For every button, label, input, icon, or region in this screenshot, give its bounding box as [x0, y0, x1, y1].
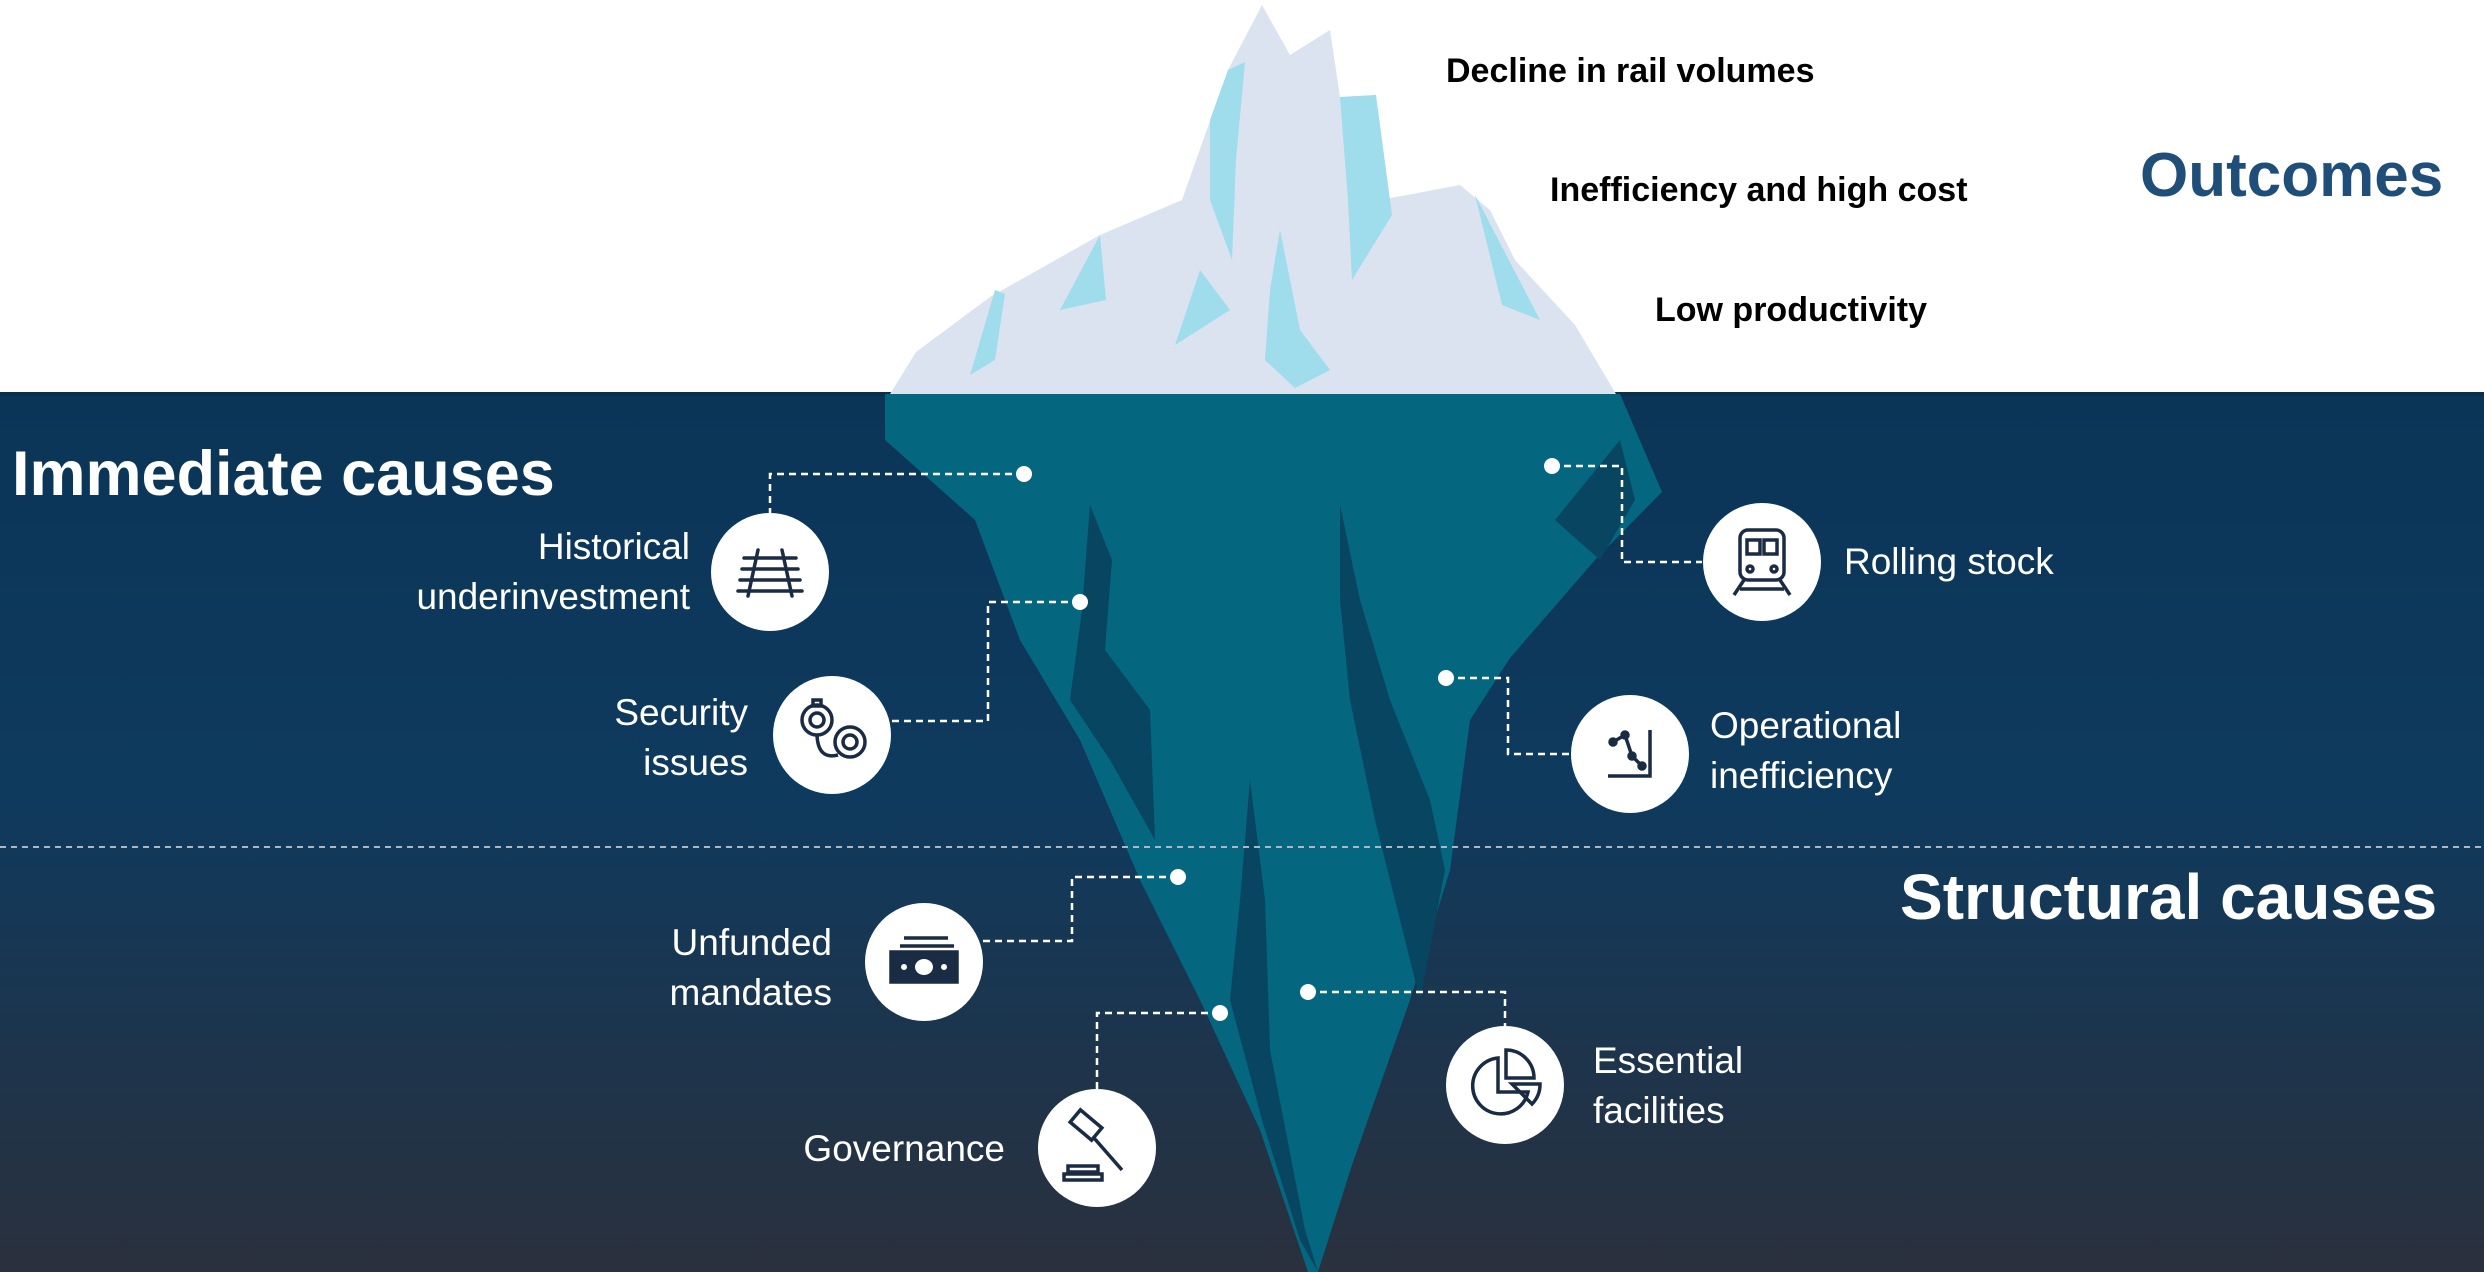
cause-label-line: facilities: [1593, 1090, 1725, 1131]
cause-label-line: Unfunded: [671, 922, 832, 963]
connector-dot: [1212, 1005, 1228, 1021]
icon-pie-chart: [1446, 1026, 1564, 1144]
connector-dot: [1016, 466, 1032, 482]
cause-label-line: Historical: [537, 526, 690, 567]
icon-rail-track: [711, 513, 829, 631]
connector-dot: [1170, 869, 1186, 885]
connector-dots: [1016, 458, 1560, 1021]
cause-operational-inefficiency: Operational inefficiency: [1710, 701, 1901, 801]
cause-label-line: mandates: [669, 972, 833, 1013]
icon-train: [1703, 503, 1821, 621]
connector-rolling-stock: [1552, 464, 1702, 564]
cause-security-issues: Security issues: [614, 688, 748, 788]
connector-dot: [1072, 594, 1088, 610]
cause-label-line: underinvestment: [416, 576, 690, 617]
cause-essential-facilities: Essential facilities: [1593, 1036, 1743, 1136]
cause-label-line: Security: [614, 692, 748, 733]
connector-essential: [1308, 990, 1507, 1027]
cause-unfunded-mandates: Unfunded mandates: [670, 918, 833, 1018]
connector-lines: [768, 464, 1702, 1090]
connector-historical: [768, 472, 1024, 514]
outcome-decline-rail-volumes: Decline in rail volumes: [1446, 52, 1815, 90]
iceberg-tip: [890, 5, 1616, 394]
icon-line-chart: [1571, 695, 1689, 813]
connector-unfunded: [982, 875, 1178, 943]
outcomes-title: Outcomes: [2140, 141, 2444, 210]
icon-gavel: [1038, 1089, 1156, 1207]
cause-label-line: issues: [643, 742, 748, 783]
cause-label-line: Governance: [803, 1128, 1005, 1169]
connector-dot: [1544, 458, 1560, 474]
connector-governance: [1095, 1011, 1220, 1090]
connector-operational: [1446, 676, 1570, 756]
outcome-low-productivity: Low productivity: [1655, 291, 1927, 329]
immediate-causes-title: Immediate causes: [12, 439, 555, 509]
cause-label-line: Rolling stock: [1844, 541, 2054, 582]
connector-dot: [1300, 984, 1316, 1000]
cause-label-line: inefficiency: [1710, 755, 1893, 796]
connector-dot: [1438, 670, 1454, 686]
cause-governance: Governance: [803, 1124, 1005, 1174]
cause-historical-underinvestment: Historical underinvestment: [416, 522, 690, 622]
outcome-inefficiency-high-cost: Inefficiency and high cost: [1550, 171, 1968, 209]
iceberg-body: [885, 394, 1662, 1272]
icon-banknotes: [865, 903, 983, 1021]
cause-label-line: Essential: [1593, 1040, 1744, 1081]
icon-handcuffs: [773, 676, 891, 794]
cause-label-line: Operational: [1710, 705, 1902, 746]
cause-rolling-stock: Rolling stock: [1844, 537, 2054, 587]
structural-causes-title: Structural causes: [1900, 861, 2438, 933]
